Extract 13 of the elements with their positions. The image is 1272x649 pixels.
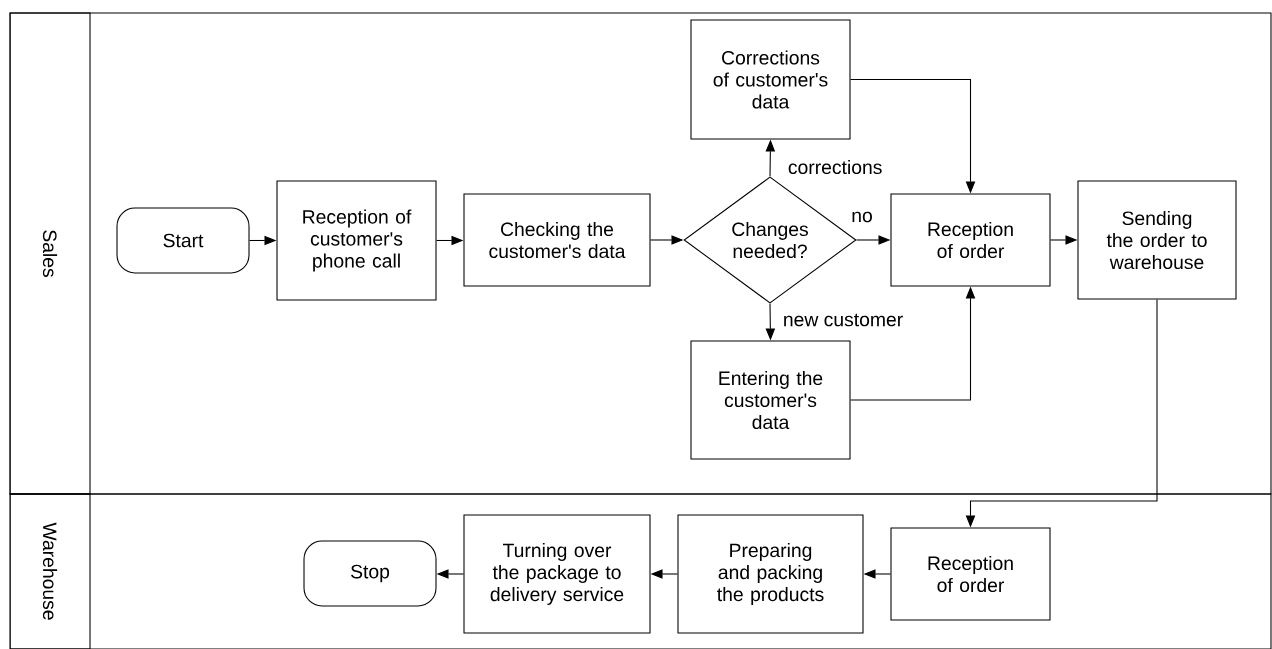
terminal-box: Stop	[303, 540, 437, 607]
process-box: Sending the order to warehouse	[1077, 180, 1237, 300]
process-box: Entering the customer's data	[690, 340, 851, 460]
edge-label: corrections	[786, 158, 884, 176]
process-box: Reception of customer's phone call	[276, 180, 437, 301]
process-box: Reception of order	[890, 193, 1051, 287]
edge-label: new customer	[781, 312, 905, 328]
process-box: Corrections of customer's data	[690, 19, 851, 140]
terminal-box: Start	[116, 207, 250, 274]
process-box: Preparing and packing the products	[677, 514, 864, 634]
process-box: Turning over the package to delivery service	[463, 514, 651, 634]
process-box: Reception of order	[890, 527, 1051, 621]
process-box: Checking the customer's data	[463, 193, 651, 287]
